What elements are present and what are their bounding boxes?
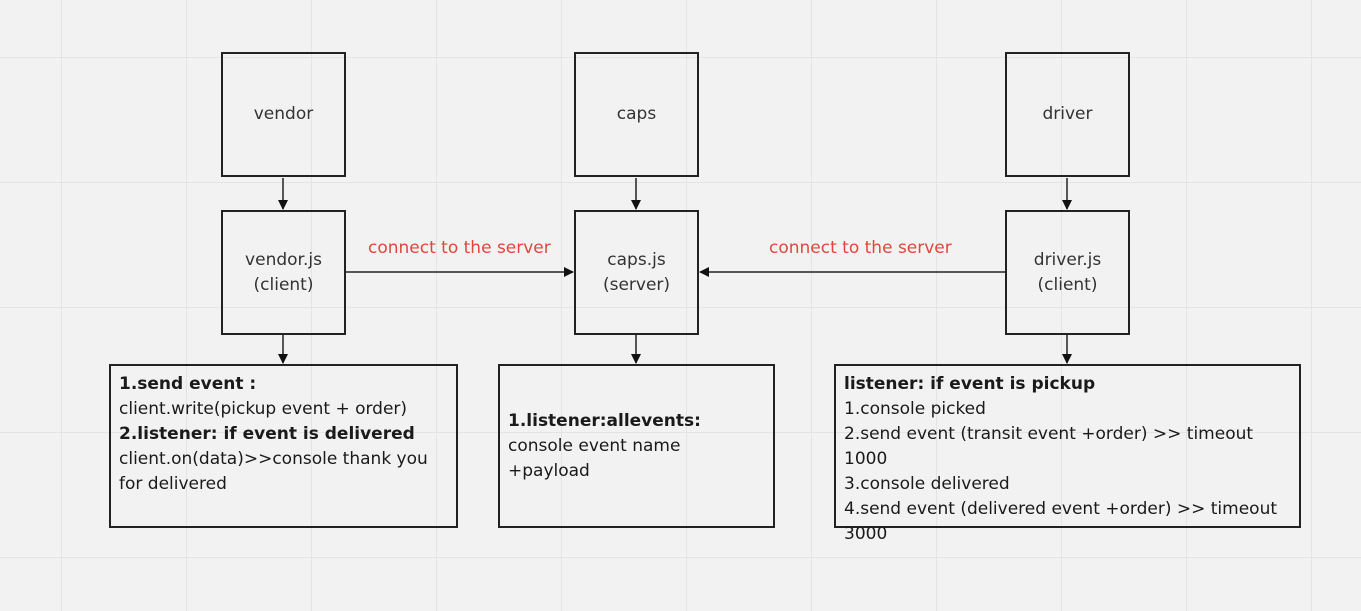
edge-label-vendor-to-caps: connect to the server xyxy=(368,238,551,258)
caps-node-label: caps xyxy=(616,104,657,124)
vendor-note-line-3: 2.listener: if event is delivered xyxy=(119,424,415,444)
caps-js-node[interactable]: caps.js (server) xyxy=(574,210,699,335)
driver-node[interactable]: driver xyxy=(1005,52,1130,177)
caps-note-line-2: console event name +payload xyxy=(508,435,681,481)
vendor-js-filename: vendor.js xyxy=(245,249,322,270)
driver-js-node[interactable]: driver.js (client) xyxy=(1005,210,1130,335)
edge-label-driver-to-caps: connect to the server xyxy=(769,238,952,258)
caps-js-filename: caps.js xyxy=(607,249,666,270)
driver-note-line-4: 3.console delivered xyxy=(844,474,1010,494)
driver-note-line-1: listener: if event is pickup xyxy=(844,374,1096,394)
vendor-js-role: (client) xyxy=(253,274,314,295)
vendor-note-line-4: client.on(data)>>console thank you for d… xyxy=(119,449,428,494)
caps-note-line-1: 1.listener:allevents: xyxy=(508,410,701,431)
vendor-js-node[interactable]: vendor.js (client) xyxy=(221,210,346,335)
caps-note[interactable]: 1.listener:allevents: console event name… xyxy=(498,364,775,528)
driver-node-label: driver xyxy=(1042,104,1093,124)
vendor-note-line-2: client.write(pickup event + order) xyxy=(119,399,408,419)
vendor-note[interactable]: 1.send event : client.write(pickup event… xyxy=(109,364,458,528)
driver-note-line-3: 2.send event (transit event +order) >> t… xyxy=(844,424,1254,469)
caps-node[interactable]: caps xyxy=(574,52,699,177)
driver-js-role: (client) xyxy=(1037,274,1098,295)
vendor-note-line-1: 1.send event : xyxy=(119,374,257,394)
driver-js-filename: driver.js xyxy=(1033,249,1102,270)
driver-note-line-5: 4.send event (delivered event +order) >>… xyxy=(844,499,1278,544)
vendor-node[interactable]: vendor xyxy=(221,52,346,177)
driver-note[interactable]: listener: if event is pickup 1.console p… xyxy=(834,364,1301,544)
driver-note-line-2: 1.console picked xyxy=(844,399,986,419)
vendor-node-label: vendor xyxy=(253,104,314,124)
caps-js-role: (server) xyxy=(602,274,671,295)
